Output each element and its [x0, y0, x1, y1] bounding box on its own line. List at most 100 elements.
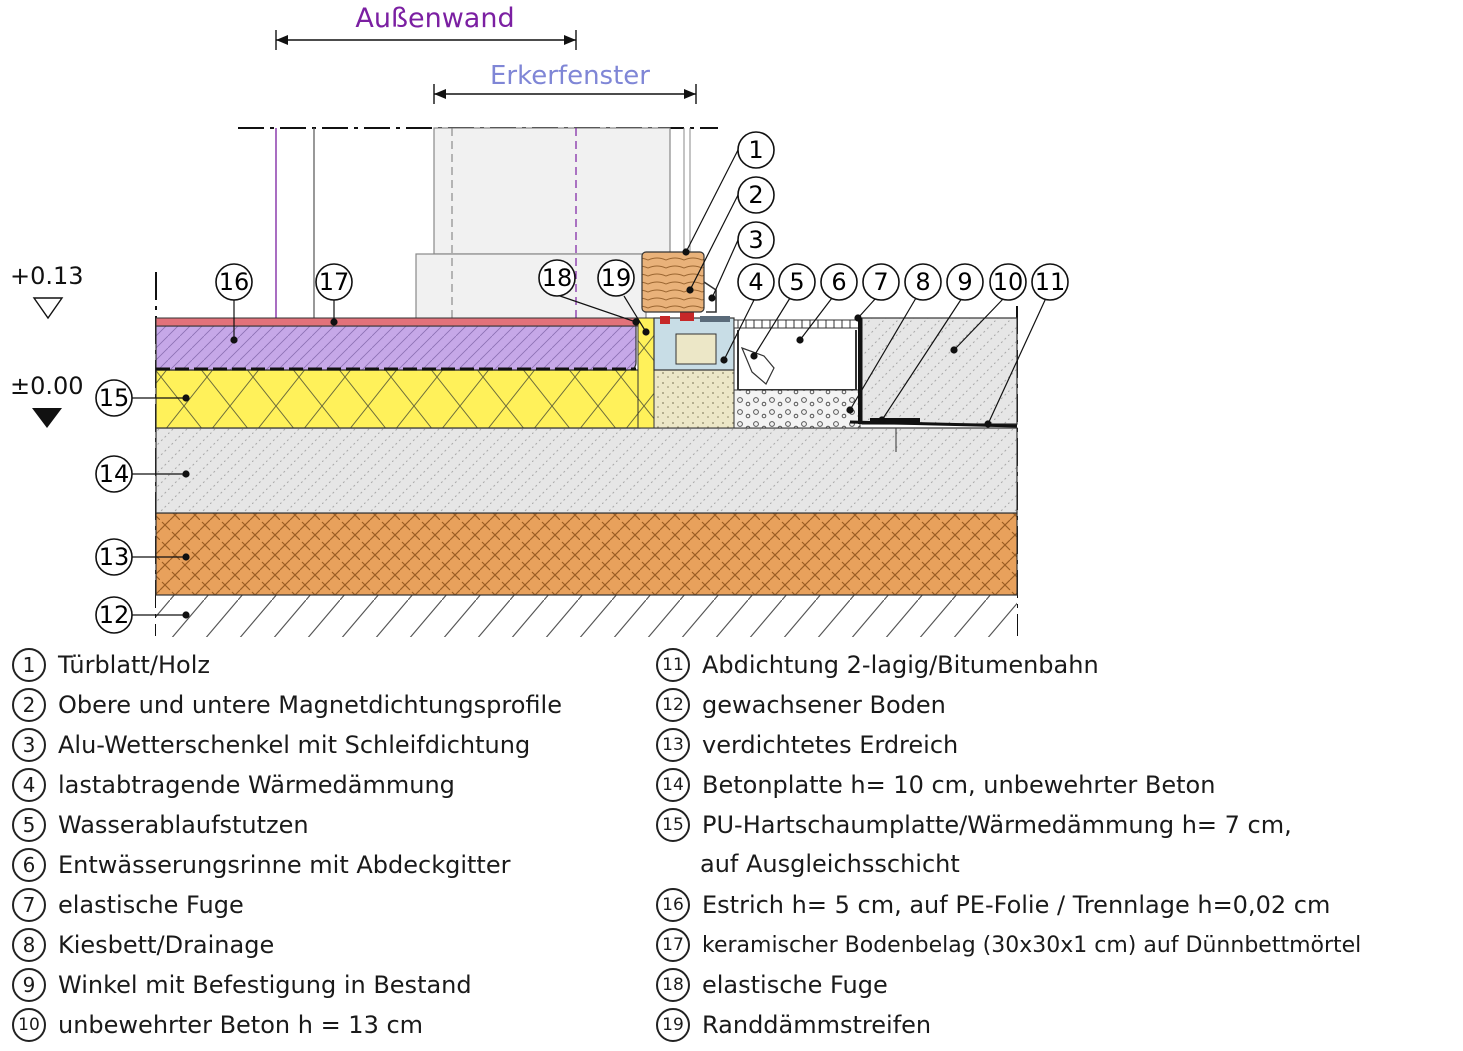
legend-num: 8	[12, 928, 46, 962]
svg-text:17: 17	[319, 268, 350, 296]
svg-text:9: 9	[957, 268, 972, 296]
svg-text:8: 8	[915, 268, 930, 296]
svg-text:15: 15	[99, 384, 130, 412]
svg-text:3: 3	[748, 226, 763, 254]
callout-5: 5	[778, 263, 816, 301]
level-upper-icon	[32, 297, 64, 320]
legend-num: 18	[656, 968, 690, 1002]
legend-text: Estrich h= 5 cm, auf PE-Folie / Trennlag…	[702, 891, 1331, 919]
callout-2: 2	[737, 176, 775, 214]
callout-19: 19	[597, 259, 635, 297]
callout-3: 3	[737, 221, 775, 259]
window-dimension-label: Erkerfenster	[490, 61, 650, 91]
legend-text: PU-Hartschaumplatte/Wärmedämmung h= 7 cm…	[702, 811, 1292, 839]
legend-text: lastabtragende Wärmedämmung	[58, 771, 455, 799]
legend-num: 7	[12, 888, 46, 922]
svg-text:18: 18	[542, 264, 573, 292]
layer-screed	[155, 325, 637, 371]
legend-text: elastische Fuge	[58, 891, 244, 919]
dimension-window	[433, 84, 697, 104]
svg-text:16: 16	[219, 268, 250, 296]
section-drawing: Außenwand Erkerfenster	[10, 3, 1069, 637]
svg-text:2: 2	[748, 181, 763, 209]
svg-text:11: 11	[1035, 268, 1066, 296]
legend-num: 14	[656, 768, 690, 802]
callout-15: 15	[95, 379, 133, 417]
legend-text: Abdichtung 2-lagig/Bitumenbahn	[702, 651, 1099, 679]
legend-item: 18 elastische Fuge	[656, 967, 888, 1003]
legend-item: 8 Kiesbett/Drainage	[12, 927, 274, 963]
legend-num: 10	[12, 1008, 46, 1042]
legend-item: 10 unbewehrter Beton h = 13 cm	[12, 1007, 423, 1043]
callout-14: 14	[95, 455, 133, 493]
legend-text: Wasserablaufstutzen	[58, 811, 309, 839]
callout-9: 9	[946, 263, 984, 301]
legend-num: 12	[656, 688, 690, 722]
svg-text:1: 1	[748, 136, 763, 164]
legend-item: 19 Randdämmstreifen	[656, 1007, 931, 1043]
legend-num: 9	[12, 968, 46, 1002]
legend-num: 5	[12, 808, 46, 842]
callout-18: 18	[538, 259, 576, 297]
level-lower-icon	[32, 408, 62, 428]
callouts: 1 2 3 4 5 6 7 8 9 10 11 12 13 14 15 16 1…	[95, 131, 1069, 634]
bearing-insulation	[653, 369, 735, 429]
legend-text: Randdämmstreifen	[702, 1011, 932, 1039]
legend-item: 9 Winkel mit Befestigung in Bestand	[12, 967, 472, 1003]
svg-text:4: 4	[748, 268, 763, 296]
svg-text:10: 10	[993, 268, 1024, 296]
legend-num: 6	[12, 848, 46, 882]
legend-num: 11	[656, 648, 690, 682]
svg-text:19: 19	[601, 264, 632, 292]
svg-text:7: 7	[873, 268, 888, 296]
legend-text: Türblatt/Holz	[58, 651, 210, 679]
layer-ground	[156, 595, 1017, 637]
dimension-wall	[275, 30, 577, 50]
legend-text: verdichtetes Erdreich	[702, 731, 959, 759]
callout-8: 8	[904, 263, 942, 301]
svg-text:13: 13	[99, 543, 130, 571]
svg-text:6: 6	[831, 268, 846, 296]
legend-text: Alu-Wetterschenkel mit Schleifdichtung	[58, 731, 531, 759]
callout-11: 11	[1031, 263, 1069, 301]
svg-text:5: 5	[789, 268, 804, 296]
legend-text: elastische Fuge	[702, 971, 888, 999]
callout-1: 1	[737, 131, 775, 169]
legend-num: 19	[656, 1008, 690, 1042]
legend-item: 16 Estrich h= 5 cm, auf PE-Folie / Trennl…	[656, 887, 1330, 923]
legend-item: 12 gewachsener Boden	[656, 687, 946, 723]
leader-lines	[132, 149, 1047, 619]
legend-num: 17	[656, 928, 690, 962]
legend-text: Kiesbett/Drainage	[58, 931, 275, 959]
wall-elevation	[275, 127, 691, 321]
legend-text: Obere und untere Magnetdichtungsprofile	[58, 691, 562, 719]
layer-tile	[155, 317, 639, 327]
drain-channel	[733, 319, 861, 429]
layer-soil	[155, 512, 1018, 596]
legend-text: Winkel mit Befestigung in Bestand	[58, 971, 472, 999]
existing-concrete	[861, 317, 1018, 425]
callout-16: 16	[215, 263, 253, 301]
legend-item: 11 Abdichtung 2-lagig/Bitumenbahn	[656, 647, 1099, 683]
legend-num: 16	[656, 888, 690, 922]
layer-insulation	[155, 369, 641, 429]
callout-6: 6	[820, 263, 858, 301]
legend-text-continued: auf Ausgleichsschicht	[700, 850, 960, 878]
legend-item: 7 elastische Fuge	[12, 887, 244, 923]
legend-text: Betonplatte h= 10 cm, unbewehrter Beton	[702, 771, 1216, 799]
legend-text: gewachsener Boden	[702, 691, 946, 719]
wall-dimension-label: Außenwand	[355, 3, 514, 34]
callout-17: 17	[315, 263, 353, 301]
legend-item: 6 Entwässerungsrinne mit Abdeckgitter	[12, 847, 510, 883]
layer-concrete-slab	[155, 427, 1018, 514]
level-upper-label: +0.13	[10, 262, 84, 290]
legend-text: unbewehrter Beton h = 13 cm	[58, 1011, 424, 1039]
legend-num: 4	[12, 768, 46, 802]
legend-text: Entwässerungsrinne mit Abdeckgitter	[58, 851, 511, 879]
